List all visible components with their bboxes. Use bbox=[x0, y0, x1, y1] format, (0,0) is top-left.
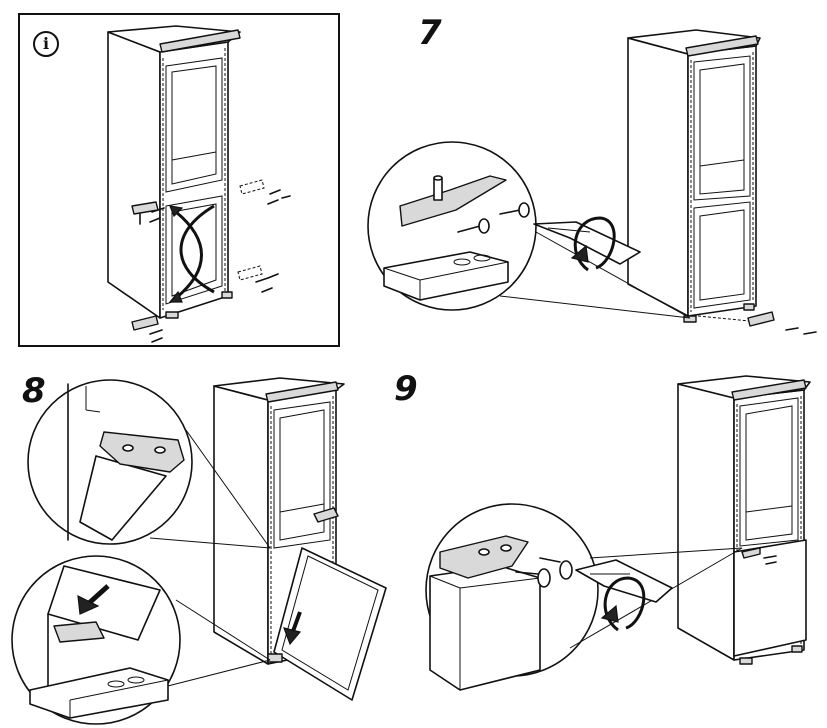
step-9-rotate-arrow bbox=[603, 576, 646, 632]
cross-arrow-one bbox=[175, 210, 203, 300]
step-8-detail-arrow bbox=[86, 584, 110, 606]
info-panel bbox=[18, 13, 340, 347]
step-9-screw-a bbox=[515, 568, 551, 588]
info-icon: i bbox=[33, 31, 59, 57]
step-7-number: 7 bbox=[418, 13, 442, 53]
step-7-screw-a bbox=[457, 218, 490, 234]
step-9-screw-b bbox=[539, 557, 573, 580]
cross-arrow-two bbox=[179, 204, 215, 294]
step-9-door bbox=[733, 539, 807, 657]
step-9-number: 9 bbox=[394, 369, 418, 409]
step-8-number: 8 bbox=[22, 371, 46, 411]
info-icon-glyph: i bbox=[42, 34, 50, 53]
step-7-rotate-arrow bbox=[573, 216, 616, 272]
step-7-screw-b bbox=[499, 202, 530, 218]
